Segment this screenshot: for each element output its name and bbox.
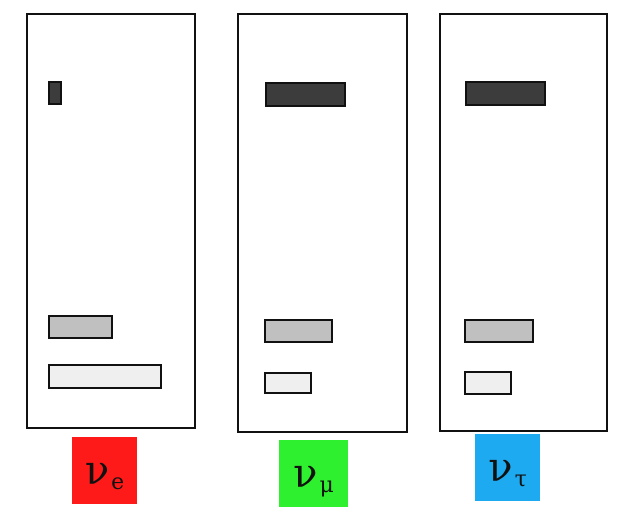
bar-tau-light — [464, 371, 512, 395]
bar-muon-light — [264, 372, 312, 394]
label-tau-symbol: ν — [488, 444, 513, 491]
panel-muon — [237, 13, 408, 433]
bar-tau-dark — [465, 81, 546, 106]
bar-electron-light — [48, 364, 162, 389]
bar-electron-dark — [48, 81, 62, 105]
label-tau-subscript: τ — [514, 467, 527, 492]
label-muon-symbol: ν — [293, 450, 318, 497]
label-electron-symbol: ν — [84, 447, 110, 494]
bar-muon-dark — [265, 82, 346, 107]
bar-muon-medium — [264, 319, 333, 343]
bar-tau-medium — [464, 319, 534, 343]
bar-electron-medium — [48, 315, 113, 339]
label-electron-subscript: e — [111, 470, 125, 495]
panel-tau — [439, 13, 608, 432]
label-muon-subscript: μ — [319, 473, 334, 498]
